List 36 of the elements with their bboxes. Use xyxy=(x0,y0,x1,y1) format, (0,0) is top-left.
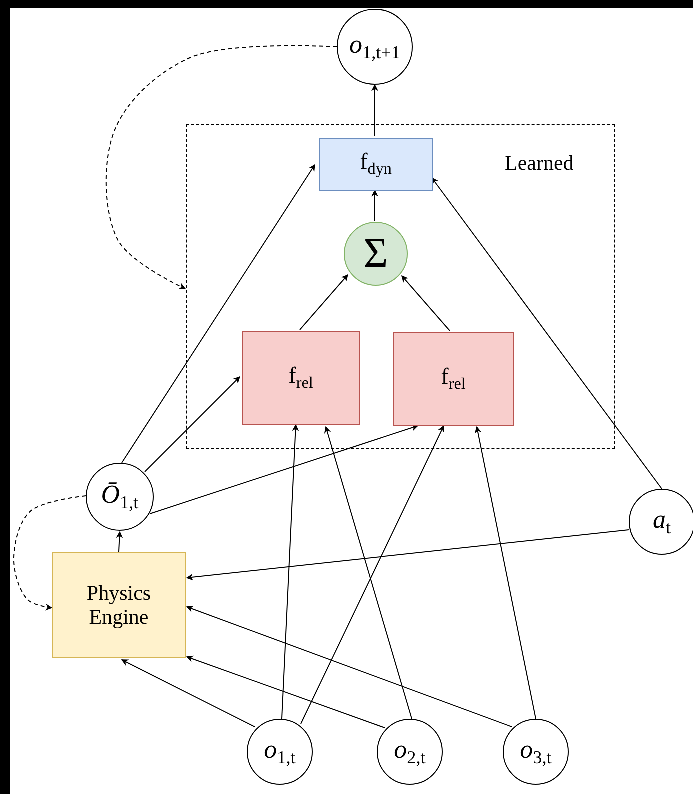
node-label: Ō$_{1,t}$ xyxy=(101,480,139,514)
arrow xyxy=(186,530,630,581)
node-label: o$_{1,t+1}$ xyxy=(349,30,401,64)
node-label: Σ xyxy=(364,230,388,278)
node-label: a$_{t}$ xyxy=(652,505,672,539)
dashed-arrow xyxy=(106,45,338,290)
relation-box xyxy=(393,332,514,426)
arrow xyxy=(150,424,419,514)
arrow xyxy=(300,425,444,724)
arrow xyxy=(300,274,348,330)
arrow xyxy=(122,164,316,464)
arrow xyxy=(474,426,536,720)
node-label: f$_{rel}$ xyxy=(441,364,466,394)
node-label: o$_{3,t}$ xyxy=(520,735,552,769)
arrow xyxy=(121,660,256,728)
learned-region xyxy=(186,124,615,449)
node-label: o$_{1,t}$ xyxy=(264,735,296,769)
dashed-arrow xyxy=(14,496,86,611)
arrow xyxy=(282,424,300,720)
arrow xyxy=(116,531,124,552)
dynamics-box xyxy=(319,138,433,191)
arrow xyxy=(372,190,378,222)
relation-box xyxy=(242,331,360,425)
node-label: f$_{rel}$ xyxy=(288,362,314,394)
arrow xyxy=(144,376,240,472)
arrow xyxy=(432,177,662,490)
arrow xyxy=(324,426,412,720)
engine-box xyxy=(52,552,186,658)
region-label: Learned xyxy=(505,151,574,176)
arrow xyxy=(372,84,378,137)
node-label: Physics Engine xyxy=(86,580,152,630)
arrow xyxy=(402,275,450,332)
arrow xyxy=(186,606,512,728)
node-label: o$_{2,t}$ xyxy=(394,735,426,769)
arrow xyxy=(186,656,386,728)
node-label: f$_{dyn}$ xyxy=(360,149,392,180)
